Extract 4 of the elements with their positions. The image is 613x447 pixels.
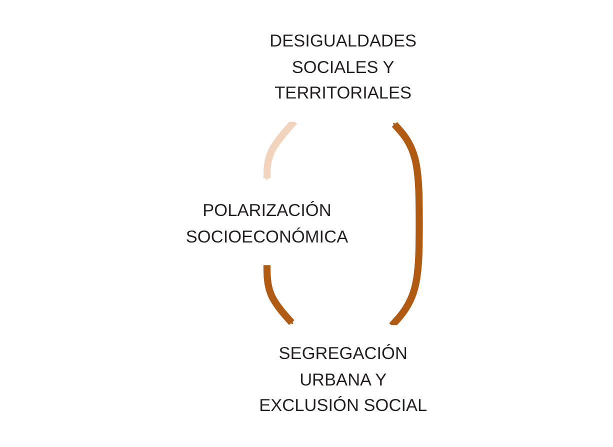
- node-text: SEGREGACIÓN URBANA Y EXCLUSIÓN SOCIAL: [259, 344, 428, 416]
- node-text: POLARIZACIÓN SOCIOECONÓMICA: [186, 200, 348, 246]
- arrow: [263, 264, 294, 325]
- node-text: DESIGUALDADES SOCIALES Y TERRITORIALES: [270, 31, 417, 103]
